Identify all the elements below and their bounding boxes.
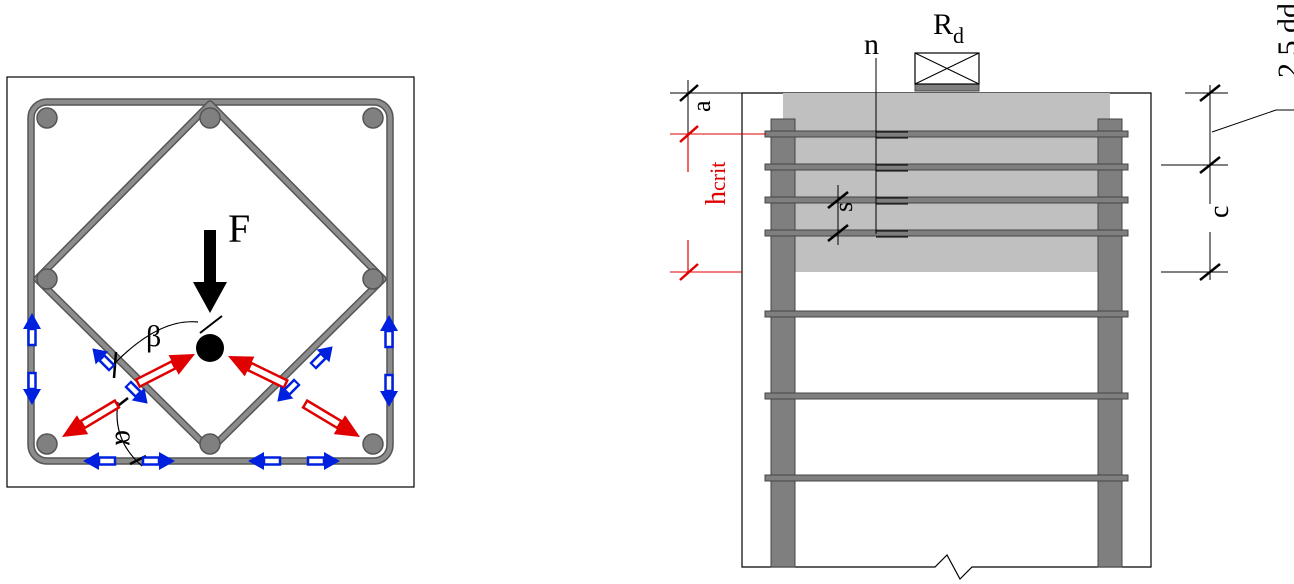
stirrup [764,229,1129,237]
dd-leader [1211,109,1294,133]
bar-corner [36,433,58,455]
stirrup [764,474,1129,482]
cross-section: F β α [6,76,415,488]
load-point-tick [199,315,223,334]
force-label: F [228,206,250,251]
bearing-cross [914,52,980,85]
dd-label: 2.5 dd [1272,3,1294,78]
s-label: s [829,202,858,212]
angle-alpha: α [109,430,142,446]
bar-corner [362,433,384,455]
a-label: a [687,100,716,112]
n-label: n [864,28,879,61]
s-tick [827,224,849,242]
hcrit-label-bg [676,172,700,240]
long-bar-left [770,118,796,568]
stirrup [764,130,1129,138]
stirrup [764,310,1129,318]
bar-mid [362,268,384,290]
c-tick [1199,84,1221,102]
stirrup [764,196,1129,204]
stirrup [764,163,1129,171]
stirrup [764,392,1129,400]
reaction-label: Rd [933,8,964,48]
hcrit-tick [679,125,699,143]
bar-corner [36,107,58,129]
s-tick [827,191,849,209]
c-tick [1199,263,1221,281]
load-point [196,334,224,362]
bar-mid [199,433,221,455]
hcrit-tick [679,263,699,281]
c-label-bg [1198,204,1222,232]
bearing-plate [914,83,980,92]
c-label: c [1204,206,1235,218]
angle-beta: β [146,320,161,353]
bar-mid [36,268,58,290]
n-ticks [876,131,908,238]
force-arrow [193,230,227,313]
beta-arc [115,321,199,363]
longitudinal-bars [36,107,384,455]
critical-region [783,93,1110,272]
bar-corner [362,107,384,129]
c-tick [1199,156,1221,174]
elevation: Rd n s a hcrit [670,3,1294,580]
hcrit-label: hcrit [701,162,732,205]
bar-mid [199,107,221,129]
long-bar-right [1097,118,1123,568]
a-tick [679,84,699,102]
